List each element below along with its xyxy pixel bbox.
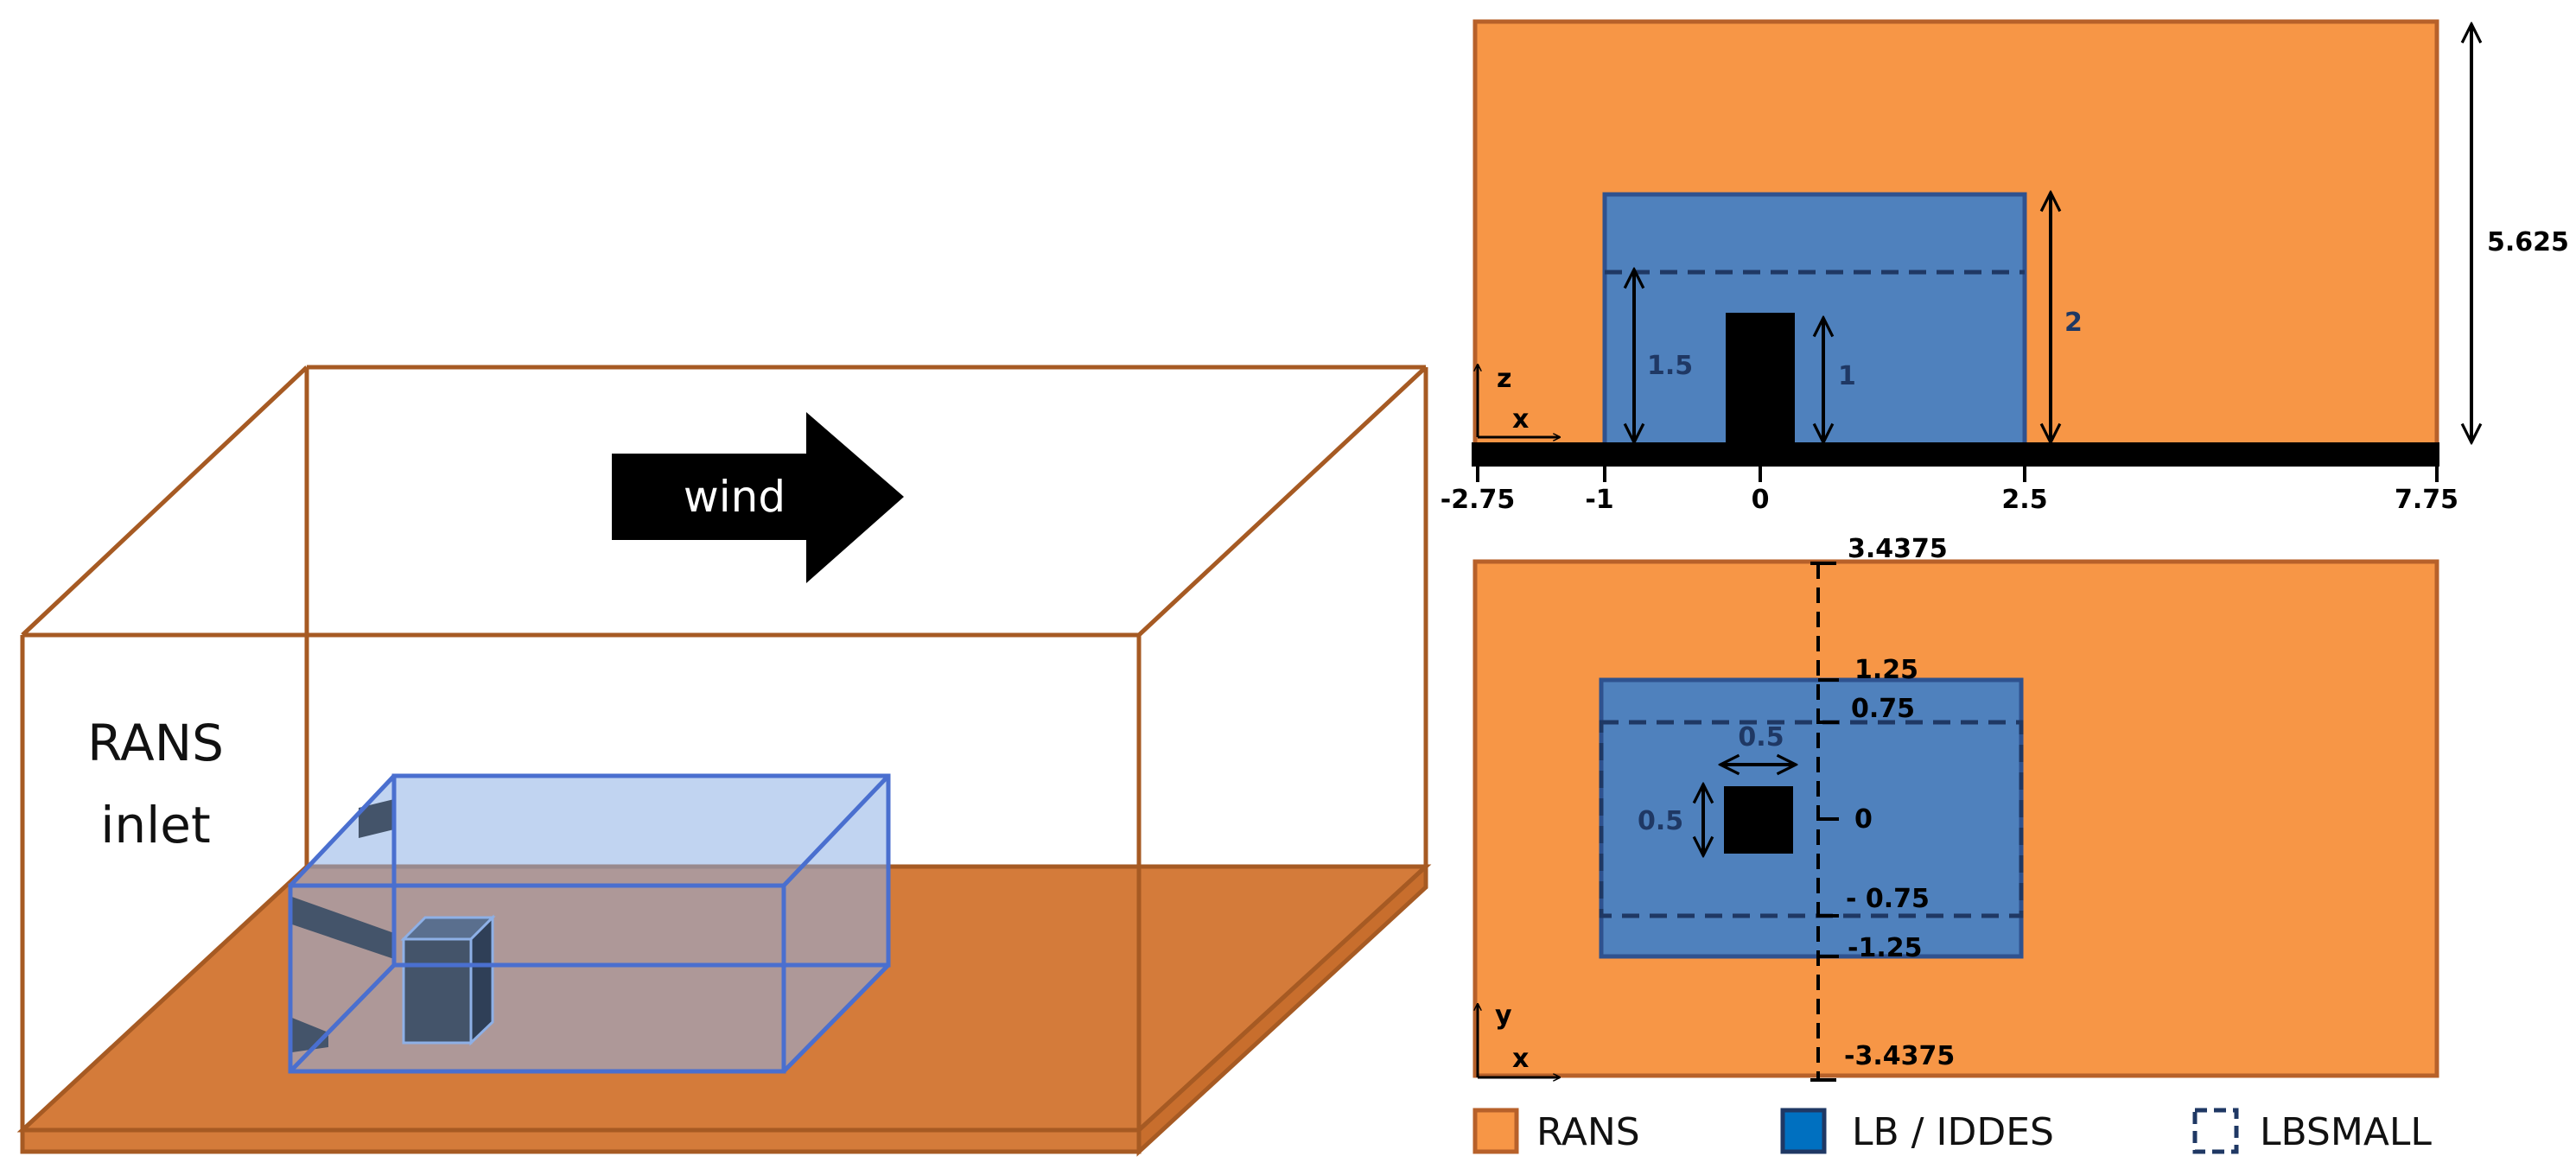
side-x-tick: -1 [1585, 485, 1613, 515]
top-lbsmall-domain [1599, 720, 2024, 918]
top-axis-triad [1478, 1004, 1560, 1077]
side-x-tick: 2.5 [2001, 485, 2047, 515]
top-y-tick: -3.4375 [1844, 1041, 1955, 1071]
side-lb-domain [1602, 192, 2027, 448]
wind-arrow: wind [612, 412, 904, 583]
wind-label: wind [684, 472, 786, 522]
side-view: z x 1.5 1 2 5.625 -2.75 -1 0 2.5 7.75 [1441, 19, 2569, 515]
dim-lbsmall-height: 1.5 [1647, 351, 1693, 381]
legend-item-rans: RANS [1472, 1108, 1640, 1154]
top-lb-domain [1599, 677, 2024, 959]
top-y-tick: 3.4375 [1848, 534, 1948, 564]
ground-plate-side [1136, 861, 1428, 1157]
side-x-tick: -2.75 [1441, 485, 1515, 515]
inlet-label-line1: RANS [87, 714, 224, 772]
top-view: 3.4375 1.25 0.75 0 - 0.75 -1.25 -3.4375 … [1472, 534, 2439, 1082]
dim-building-width-y: 0.5 [1638, 806, 1683, 836]
side-building [1726, 313, 1795, 445]
side-ground [1472, 442, 2439, 467]
building-3d [400, 914, 496, 1046]
dim-lb-height: 2 [2064, 308, 2083, 338]
top-axis-x: x [1512, 1044, 1529, 1074]
side-axis-z: z [1497, 364, 1511, 394]
legend-item-lbsmall: LBSMALL [2192, 1108, 2432, 1154]
top-dim-arrows [1703, 765, 1794, 854]
dim-building-width-x: 0.5 [1738, 722, 1784, 753]
inlet-label-line2: inlet [100, 796, 210, 854]
dim-building-height: 1 [1838, 361, 1856, 391]
side-dim-arrows [1634, 26, 2471, 441]
top-building [1724, 786, 1793, 854]
perspective-view: wind RANS inlet [16, 365, 1432, 1157]
ground-plate-front [20, 1127, 1142, 1154]
side-x-tick: 7.75 [2395, 485, 2458, 515]
legend-label: LB / IDDES [1852, 1110, 2054, 1154]
legend-label: LBSMALL [2260, 1110, 2432, 1154]
side-axis-triad [1478, 365, 1560, 437]
lb-box [288, 773, 891, 1074]
dim-domain-height: 5.625 [2487, 227, 2569, 257]
top-axis-y: y [1495, 1000, 1512, 1031]
legend-item-lb-iddes: LB / IDDES [1780, 1108, 2054, 1154]
top-y-tick: 0 [1854, 804, 1873, 835]
top-y-tick: - 0.75 [1846, 884, 1930, 914]
legend-label: RANS [1536, 1110, 1640, 1154]
rans-box-edges [20, 365, 1428, 1130]
top-y-tick: -1.25 [1848, 933, 1922, 963]
legend: RANS LB / IDDES LBSMALL [1472, 1108, 2432, 1154]
top-y-tick-marks [1810, 562, 1839, 1082]
side-axis-x: x [1512, 404, 1529, 435]
side-x-tick-marks [1476, 467, 2439, 482]
top-y-tick: 0.75 [1851, 694, 1915, 724]
top-y-tick: 1.25 [1854, 655, 1918, 685]
side-x-tick: 0 [1752, 485, 1770, 515]
